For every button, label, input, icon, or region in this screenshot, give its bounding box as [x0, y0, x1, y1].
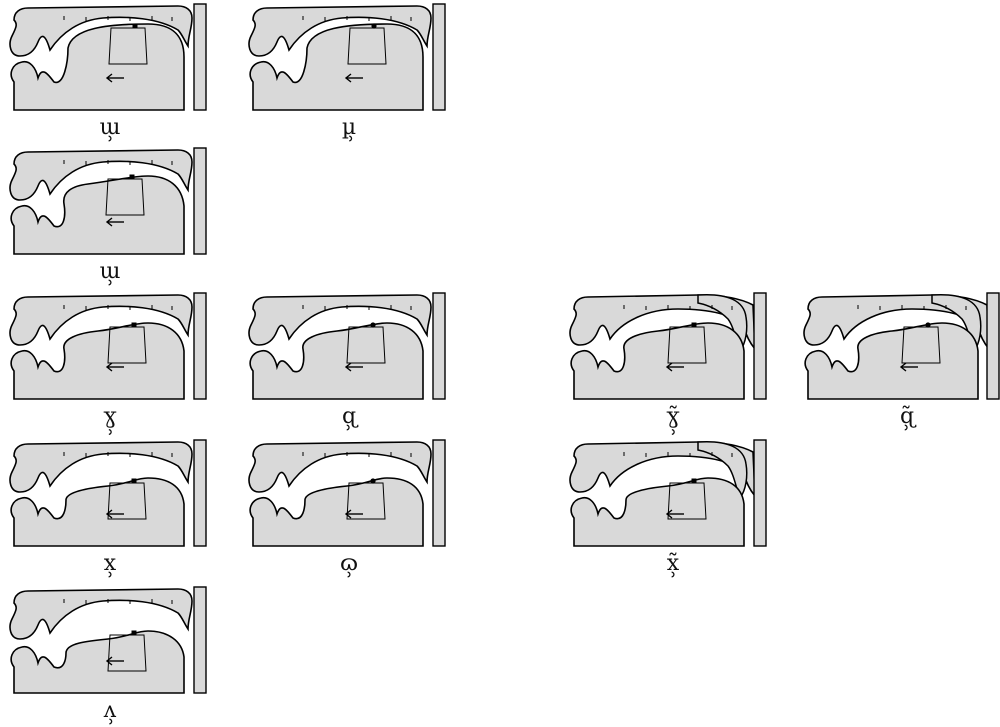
diagram-q-palatal: ɋ̹ — [247, 291, 447, 431]
symbol-label: x̹̃ — [653, 552, 693, 576]
symbol-label: ɯ̹ — [90, 260, 130, 284]
diagram-velar-fric: ɣ̹ — [8, 291, 208, 431]
tongue-shape — [11, 478, 184, 546]
articulation-point-square — [132, 479, 137, 484]
vocal-tract-drawing — [8, 438, 208, 550]
side-bar — [194, 587, 206, 693]
symbol-label: µ̹ — [329, 116, 369, 140]
articulation-point-square — [132, 323, 137, 328]
symbol-label: ɋ̹̃ — [887, 405, 927, 429]
symbol-label: ɣ̹ — [90, 405, 130, 429]
side-bar — [754, 293, 766, 399]
diagram-omega-mid: ɷ̹ — [247, 438, 447, 578]
symbol-label: ɋ̹ — [329, 405, 369, 429]
tongue-shape — [250, 478, 423, 546]
articulation-point-circle — [370, 478, 375, 483]
symbol-label: ɣ̹̃ — [653, 405, 693, 429]
symbol-label: x̹ — [90, 552, 130, 576]
side-bar — [194, 293, 206, 399]
symbol-label: ɷ̹ — [329, 552, 369, 576]
diagram-lambda-low: ʌ̹ — [8, 585, 208, 725]
symbol-label: ɯ̹ — [90, 116, 130, 140]
articulation-point-circle — [925, 322, 930, 327]
diagram-q-palatal-lip: ɋ̹̃ — [802, 291, 1000, 431]
side-bar — [987, 293, 999, 399]
articulation-point-square — [132, 631, 137, 636]
tongue-shape — [11, 631, 184, 693]
side-bar — [194, 148, 206, 254]
diagram-x-mid: x̹ — [8, 438, 208, 578]
diagram-m-dental: ɯ̹ — [8, 2, 208, 142]
articulation-point-circle — [371, 23, 376, 28]
vocal-tract-drawing — [802, 291, 1000, 403]
diagram-m-raised: ɯ̹ — [8, 146, 208, 286]
articulation-point-square — [130, 175, 135, 180]
diagram-velar-fric-lip: ɣ̹̃ — [568, 291, 768, 431]
side-bar — [433, 4, 445, 110]
articulation-point-square — [133, 24, 138, 29]
vocal-tract-drawing — [8, 146, 208, 258]
symbol-label: ʌ̹ — [90, 699, 130, 723]
side-bar — [194, 4, 206, 110]
diagram-x-mid-lip: x̹̃ — [568, 438, 768, 578]
articulation-point-square — [692, 323, 697, 328]
diagram-mu-palatal: µ̹ — [247, 2, 447, 142]
vocal-tract-drawing — [8, 291, 208, 403]
vocal-tract-drawing — [247, 291, 447, 403]
vocal-tract-drawing — [8, 2, 208, 114]
vocal-tract-drawing — [8, 585, 208, 697]
side-bar — [433, 440, 445, 546]
vocal-tract-drawing — [568, 438, 768, 550]
articulation-point-square — [692, 479, 697, 484]
side-bar — [194, 440, 206, 546]
palate-shape — [10, 589, 192, 639]
tongue-shape — [571, 478, 744, 546]
articulation-point-circle — [370, 322, 375, 327]
side-bar — [433, 293, 445, 399]
side-bar — [754, 440, 766, 546]
vocal-tract-drawing — [247, 2, 447, 114]
vocal-tract-drawing — [568, 291, 768, 403]
vocal-tract-drawing — [247, 438, 447, 550]
